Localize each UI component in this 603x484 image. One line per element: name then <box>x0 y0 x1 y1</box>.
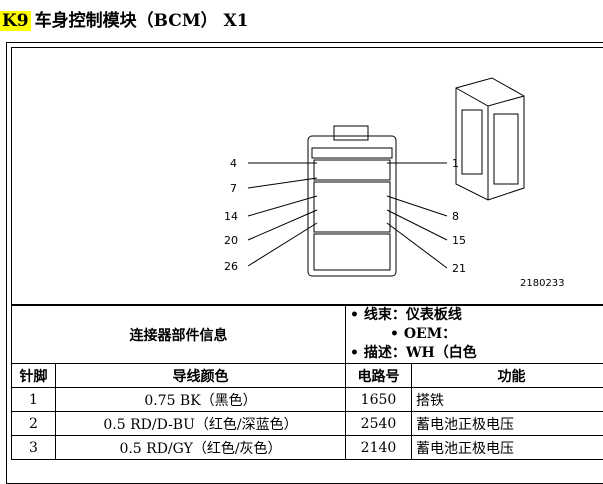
pinout-table: 连接器部件信息 • 线束：仪表板线 • OEM： • 描述：WH（白色 针脚 导… <box>11 305 603 460</box>
pin-label-right: 8 <box>452 210 459 223</box>
figure-id: 2180233 <box>520 278 565 289</box>
cell-pin: 2 <box>12 412 56 436</box>
header-function: 功能 <box>412 364 603 388</box>
header-circuit: 电路号 <box>346 364 412 388</box>
cell-wire-color: 0.5 RD/GY（红色/灰色） <box>56 436 346 460</box>
cell-pin: 3 <box>12 436 56 460</box>
cell-pin: 1 <box>12 388 56 412</box>
table-row: 2 0.5 RD/D-BU（红色/深蓝色） 2540 蓄电池正极电压 <box>12 412 603 436</box>
oem-line: • OEM： <box>350 325 603 344</box>
pin-label-right: 15 <box>452 234 466 247</box>
pin-label-left: 14 <box>224 210 238 223</box>
cell-function: 蓄电池正极电压 <box>412 412 603 436</box>
info-details: • 线束：仪表板线 • OEM： • 描述：WH（白色 <box>346 306 603 364</box>
connector-diagram: 4 7 14 20 26 1 8 15 21 2180233 <box>11 47 603 305</box>
pin-label-right: 21 <box>452 262 466 275</box>
info-title: 连接器部件信息 <box>12 306 346 364</box>
cell-wire-color: 0.5 RD/D-BU（红色/深蓝色） <box>56 412 346 436</box>
cell-circuit: 1650 <box>346 388 412 412</box>
table-row: 3 0.5 RD/GY（红色/灰色） 2140 蓄电池正极电压 <box>12 436 603 460</box>
cell-wire-color: 0.75 BK（黑色） <box>56 388 346 412</box>
cell-function: 蓄电池正极电压 <box>412 436 603 460</box>
pin-label-left: 26 <box>224 260 238 273</box>
connector-latch <box>334 126 368 140</box>
pin-label-right: 1 <box>452 157 459 170</box>
connector-drawing: 4 7 14 20 26 1 8 15 21 <box>12 48 603 304</box>
component-tag: K9 <box>0 11 31 31</box>
pin-label-left: 4 <box>230 157 237 170</box>
connector-iso-view <box>456 78 524 200</box>
connector-face <box>308 136 396 276</box>
table-header-row: 针脚 导线颜色 电路号 功能 <box>12 364 603 388</box>
desc-line: • 描述：WH（白色 <box>350 344 603 363</box>
header-pin: 针脚 <box>12 364 56 388</box>
harness-line: • 线束：仪表板线 <box>350 306 603 325</box>
table-row: 1 0.75 BK（黑色） 1650 搭铁 <box>12 388 603 412</box>
cell-function: 搭铁 <box>412 388 603 412</box>
connector-panel: 4 7 14 20 26 1 8 15 21 2180233 连接器部件信息 •… <box>6 42 603 484</box>
component-name: 车身控制模块（BCM） X1 <box>35 11 249 31</box>
pin-label-left: 7 <box>230 182 237 195</box>
cell-circuit: 2140 <box>346 436 412 460</box>
cell-circuit: 2540 <box>346 412 412 436</box>
pin-label-left: 20 <box>224 234 238 247</box>
header-wire-color: 导线颜色 <box>56 364 346 388</box>
